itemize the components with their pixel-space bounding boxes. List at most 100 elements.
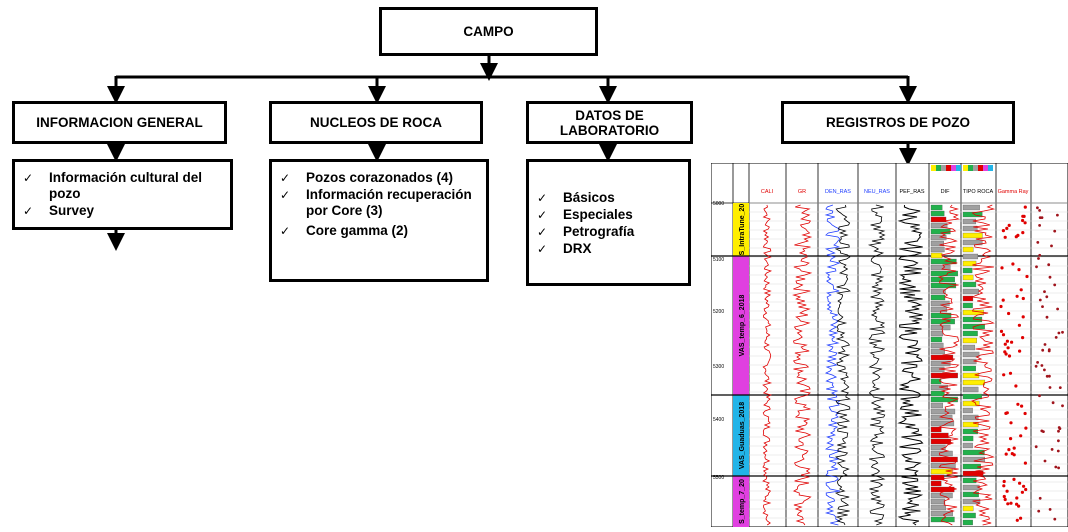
core-sample-dot (1021, 336, 1025, 340)
category-registros-de-pozo: REGISTROS DE POZO (781, 101, 1015, 144)
core-sample-dot (1001, 333, 1006, 337)
core-sample-dot (1003, 235, 1007, 239)
core-sample-dot (1043, 368, 1046, 372)
core-sample-dot (1056, 449, 1060, 453)
lithology-block (930, 330, 944, 337)
lithology-block (962, 379, 986, 386)
lithology-block (930, 408, 956, 415)
core-sample-dot (1009, 421, 1013, 425)
lithology-block (930, 456, 958, 463)
core-sample-dot (1057, 439, 1060, 443)
informacion-general-list-box: ✓Información cultural del pozo ✓Survey (12, 159, 233, 230)
core-sample-dot (1053, 517, 1057, 521)
track-header: TIPO ROCA (963, 189, 994, 195)
core-sample-dot (1023, 411, 1027, 416)
lithology-block (930, 498, 946, 505)
core-sample-dot (1005, 339, 1009, 343)
core-sample-dot (1020, 404, 1024, 408)
lithology-block (962, 512, 976, 519)
list-item: ✓Petrografía (537, 224, 680, 240)
core-sample-dot (1007, 354, 1012, 358)
track-header: GR (798, 189, 806, 195)
lithology-block (930, 228, 951, 235)
category-datos-de-laboratorio: DATOS DE LABORATORIO (526, 101, 693, 144)
list-item: ✓Core gamma (2) (280, 223, 478, 239)
lithology-block (930, 240, 944, 247)
core-sample-dot (1041, 305, 1044, 308)
legend-swatch (956, 165, 961, 171)
check-icon: ✓ (537, 191, 548, 205)
core-sample-dot (999, 304, 1003, 309)
lithology-block (930, 288, 946, 295)
lithology-block (930, 468, 953, 475)
item-text: Básicos (563, 190, 615, 205)
lithology-block (930, 480, 942, 487)
core-sample-dot (1056, 307, 1059, 311)
core-sample-dot (1037, 509, 1041, 513)
core-sample-dot (1045, 374, 1049, 378)
core-sample-dot (1006, 346, 1010, 350)
lithology-block (930, 432, 949, 439)
legend-swatch (983, 165, 988, 171)
check-icon: ✓ (280, 188, 291, 202)
core-sample-dot (1057, 466, 1060, 470)
lithology-block (962, 407, 973, 414)
core-sample-dot (1041, 348, 1045, 352)
lithology-block (962, 414, 979, 421)
core-sample-dot (1004, 411, 1008, 415)
item-text: Información recuperación por Core (3) (306, 187, 472, 218)
lithology-block (930, 390, 945, 397)
category-label: REGISTROS DE POZO (825, 115, 971, 130)
lithology-block (930, 474, 945, 481)
lithology-block (962, 302, 973, 309)
zone-label: VAS_Guaduas_2018 (739, 402, 746, 469)
campo-label: CAMPO (463, 24, 514, 39)
core-sample-dot (1009, 501, 1013, 505)
core-sample-dot (1002, 373, 1006, 377)
core-sample-dot (1002, 479, 1006, 484)
core-sample-dot (1002, 484, 1006, 488)
core-sample-dot (1012, 446, 1016, 450)
core-sample-dot (1043, 343, 1047, 346)
dif-curve (897, 204, 924, 526)
lithology-block (962, 498, 981, 505)
core-sample-dot (1058, 386, 1062, 389)
core-sample-dot (1007, 311, 1011, 316)
core-sample-dot (1008, 371, 1013, 375)
core-sample-dot (1015, 294, 1019, 298)
tiporoca-curve (937, 204, 961, 526)
core-sample-dot (1048, 275, 1052, 279)
list-item: ✓Pozos corazonados (4) (280, 170, 478, 186)
zone-label: S_temp_7_20 (739, 479, 746, 524)
core-sample-dot (1047, 263, 1051, 267)
lithology-block (962, 260, 977, 267)
lithology-block (930, 360, 951, 367)
legend-swatch (978, 165, 983, 171)
core-sample-dot (1005, 489, 1009, 493)
lithology-block (930, 342, 944, 349)
core-sample-dot (1003, 497, 1007, 502)
core-sample-dot (1019, 516, 1023, 520)
core-sample-dot (1024, 426, 1028, 430)
legend-swatch (963, 165, 968, 171)
log-frame (710, 162, 1068, 528)
core-sample-dot (1009, 437, 1013, 441)
legend-swatch (946, 165, 951, 171)
core-sample-dot (1048, 386, 1052, 389)
core-sample-dot (1048, 508, 1052, 511)
core-sample-dot (1054, 336, 1058, 339)
category-label: DATOS DE LABORATORIO (559, 107, 660, 138)
core-sample-dot (1054, 465, 1058, 469)
legend-swatch (973, 165, 978, 171)
category-label: INFORMACION GENERAL (36, 115, 203, 130)
core-sample-dot (1023, 221, 1027, 225)
core-sample-dot (1036, 361, 1039, 364)
category-informacion-general: INFORMACION GENERAL (12, 101, 227, 144)
track-header: PEF_RAS (899, 189, 924, 195)
lithology-block (930, 378, 942, 385)
core-sample-dot (1022, 484, 1026, 488)
item-text: Core gamma (2) (306, 223, 409, 238)
lithology-block (930, 510, 953, 517)
lithology-block (930, 222, 948, 229)
